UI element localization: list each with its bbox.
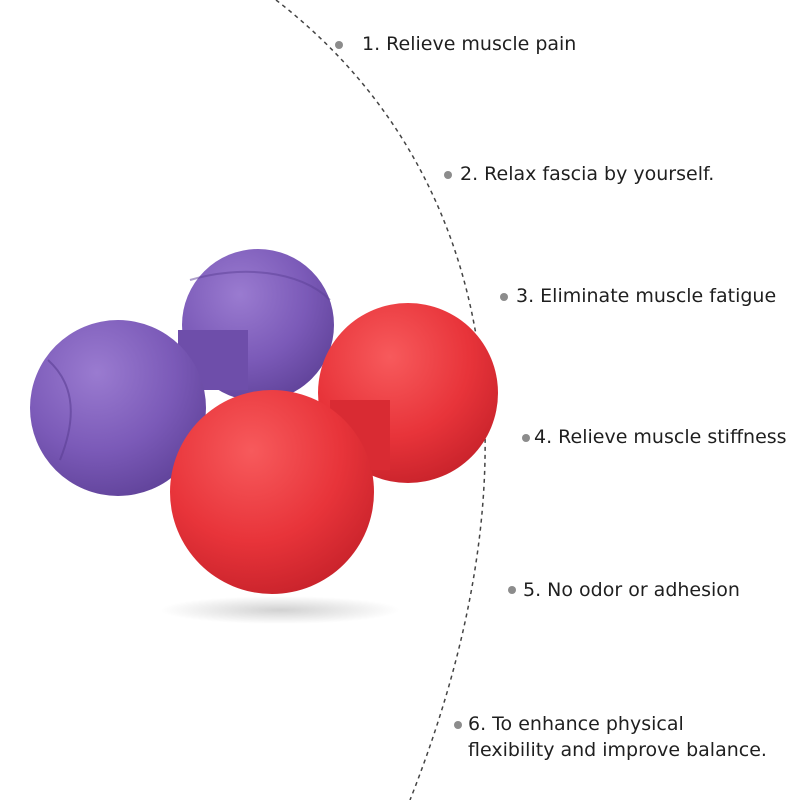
feature-dot-2 — [444, 171, 452, 179]
feature-1: 1. Relieve muscle pain — [362, 33, 577, 55]
dashed-arc — [275, 0, 486, 800]
feature-dot-5 — [508, 586, 516, 594]
red-peanut-ball — [170, 303, 498, 594]
feature-6: 6. To enhance physical flexibility and i… — [468, 713, 767, 761]
feature-dot-6 — [454, 721, 462, 729]
feature-5: 5. No odor or adhesion — [523, 579, 740, 601]
feature-4: 4. Relieve muscle stiffness — [534, 426, 787, 448]
ball-shadow — [160, 596, 400, 624]
feature-2: 2. Relax fascia by yourself. — [460, 163, 715, 185]
feature-dot-1 — [335, 41, 343, 49]
feature-dot-3 — [500, 293, 508, 301]
feature-3: 3. Eliminate muscle fatigue — [516, 285, 777, 307]
feature-dot-4 — [522, 434, 530, 442]
purple-peanut-ball — [30, 249, 334, 496]
